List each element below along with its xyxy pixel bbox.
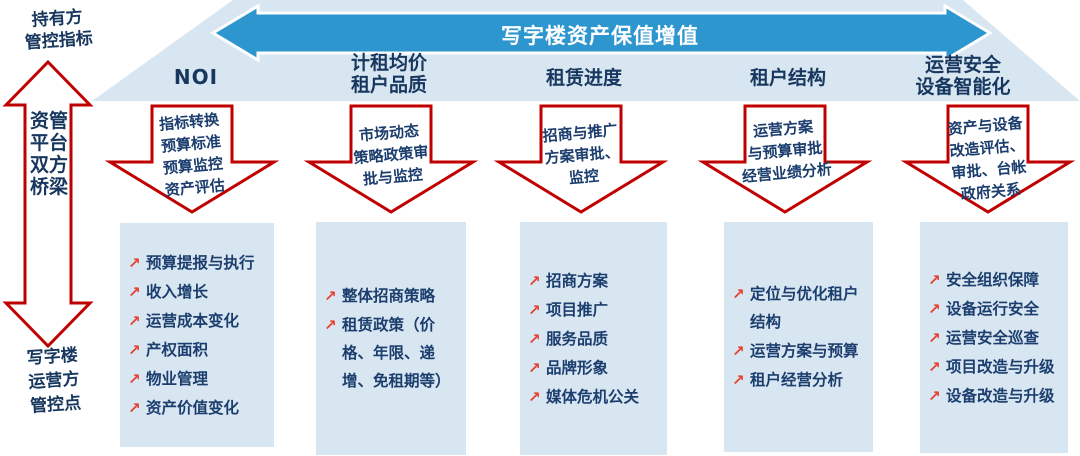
content-box-noi: ↗预算提报与执行 ↗收入增长 ↗运营成本变化 ↗产权面积 ↗物业管理 ↗资产价值… — [120, 223, 274, 447]
northeast-arrow-icon: ↗ — [128, 282, 141, 301]
northeast-arrow-icon: ↗ — [928, 386, 941, 405]
list-item: ↗收入增长 — [128, 278, 266, 306]
down-arrow-col1 — [104, 104, 280, 214]
northeast-arrow-icon: ↗ — [528, 329, 541, 348]
northeast-arrow-icon: ↗ — [732, 371, 745, 389]
down-arrow-col3 — [493, 104, 669, 214]
content-box-operation-safety: ↗安全组织保障 ↗设备运行安全 ↗运营安全巡查 ↗项目改造与升级 ↗设备改造与升… — [920, 222, 1068, 453]
list-item: ↗安全组织保障 — [928, 266, 1060, 294]
arrow-text-col1: 指标转换 预算标准 预算监控 资产评估 — [158, 110, 226, 200]
column-header-leasing-progress: 租赁进度 — [545, 67, 622, 89]
list-item: ↗整体招商策略 — [324, 282, 458, 310]
list-item: ↗预算提报与执行 — [128, 249, 266, 277]
holder-indicator-label: 持有方 管控指标 — [24, 7, 94, 54]
list-item: ↗设备运行安全 — [928, 295, 1060, 323]
bridge-axis-label: 资管 平台 双方 桥梁 — [29, 110, 68, 198]
list-item: ↗定位与优化租户结构 — [732, 280, 865, 336]
content-box-rent-price: ↗整体招商策略 ↗租赁政策（价格、年限、递增、免租期等） — [316, 222, 466, 455]
list-item: ↗资产价值变化 — [128, 394, 266, 422]
northeast-arrow-icon: ↗ — [128, 253, 141, 272]
northeast-arrow-icon: ↗ — [128, 369, 141, 388]
list-item: ↗设备改造与升级 — [928, 382, 1060, 410]
northeast-arrow-icon: ↗ — [528, 300, 541, 319]
list-item: ↗服务品质 — [528, 325, 659, 353]
northeast-arrow-icon: ↗ — [324, 287, 337, 305]
northeast-arrow-icon: ↗ — [528, 271, 541, 290]
list-item: ↗物业管理 — [128, 365, 266, 393]
list-item: ↗产权面积 — [128, 336, 266, 364]
list-item: ↗运营方案与预算 — [732, 337, 865, 365]
list-item: ↗项目推广 — [528, 296, 659, 324]
northeast-arrow-icon: ↗ — [128, 340, 141, 359]
list-item: ↗运营成本变化 — [128, 307, 266, 335]
content-box-tenant-structure: ↗定位与优化租户结构 ↗运营方案与预算 ↗租户经营分析 — [724, 222, 873, 452]
northeast-arrow-icon: ↗ — [732, 285, 745, 303]
northeast-arrow-icon: ↗ — [528, 358, 541, 377]
down-arrow-col5 — [900, 104, 1076, 214]
left-double-arrow — [2, 59, 94, 349]
northeast-arrow-icon: ↗ — [732, 342, 745, 360]
northeast-arrow-icon: ↗ — [928, 270, 941, 289]
list-item: ↗项目改造与升级 — [928, 353, 1060, 381]
list-item: ↗招商方案 — [528, 267, 659, 295]
northeast-arrow-icon: ↗ — [128, 311, 141, 330]
northeast-arrow-icon: ↗ — [128, 398, 141, 417]
content-box-leasing-progress: ↗招商方案 ↗项目推广 ↗服务品质 ↗品牌形象 ↗媒体危机公关 — [520, 222, 667, 455]
list-item: ↗品牌形象 — [528, 354, 659, 382]
list-item: ↗运营安全巡查 — [928, 324, 1060, 352]
northeast-arrow-icon: ↗ — [928, 357, 941, 376]
column-header-operation-safety: 运营安全 设备智能化 — [915, 54, 1011, 98]
title-double-arrow — [210, 3, 993, 63]
list-item: ↗租户经营分析 — [732, 366, 865, 394]
banner-title: 写字楼资产保值增值 — [501, 24, 699, 48]
operator-control-label: 写字楼 运营方 管控点 — [26, 345, 82, 417]
northeast-arrow-icon: ↗ — [324, 316, 337, 334]
down-arrow-col4 — [697, 104, 873, 214]
northeast-arrow-icon: ↗ — [928, 299, 941, 318]
column-header-noi: NOI — [173, 65, 219, 89]
down-arrow-col2 — [303, 104, 479, 214]
northeast-arrow-icon: ↗ — [528, 387, 541, 406]
list-item: ↗租赁政策（价格、年限、递增、免租期等） — [324, 311, 458, 395]
column-header-tenant-structure: 租户结构 — [749, 67, 826, 89]
arrow-text-col5: 资产与设备 改造评估、 审批、台帐 政府关系 — [946, 113, 1028, 204]
list-item: ↗媒体危机公关 — [528, 383, 659, 411]
column-header-rent-price: 计租均价 租户品质 — [350, 52, 427, 96]
northeast-arrow-icon: ↗ — [928, 328, 941, 347]
